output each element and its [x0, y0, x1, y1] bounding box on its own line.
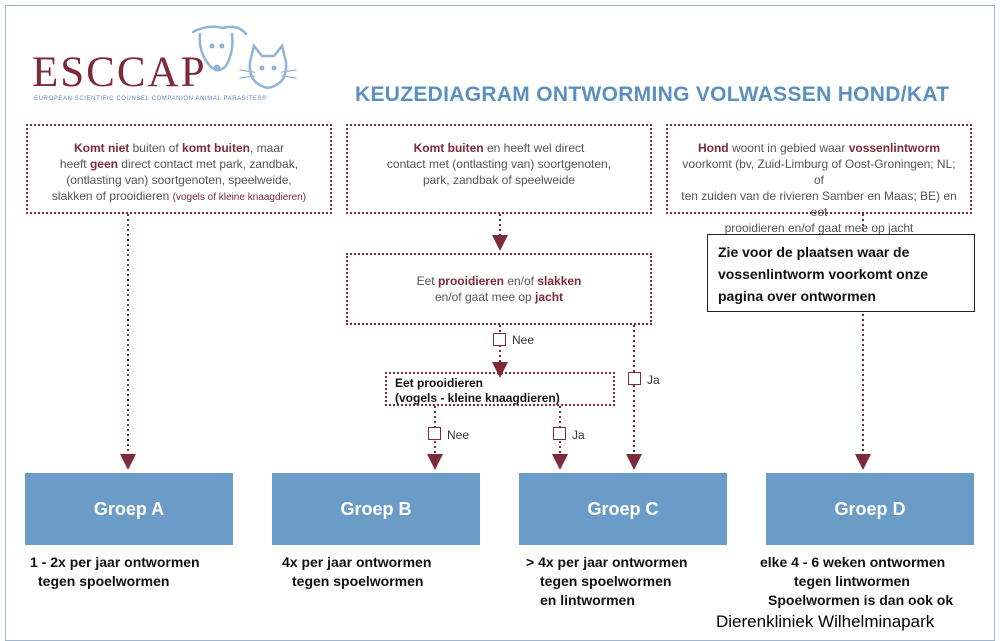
answer-label-nee: Nee [512, 333, 535, 347]
group-b: Groep B [272, 473, 480, 545]
prey-detail-box: Eet prooidieren (vogels - kleine knaagdi… [385, 372, 615, 406]
group-b-recommendation: 4x per jaar ontwormen tegen spoelwormen [282, 554, 432, 589]
dog-cat-logo-icon [191, 25, 297, 90]
answer-label-ja-2: Ja [572, 428, 585, 442]
logo-tagline: EUROPEAN SCIENTIFIC COUNSEL COMPANION AN… [34, 96, 268, 102]
logo-wordmark: ESCCAP [32, 49, 207, 96]
answer-label-ja: Ja [647, 373, 660, 387]
condition-box-a: Komt niet buiten of komt buiten, maar he… [26, 124, 332, 214]
condition-box-b: Komt buiten en heeft wel direct contact … [346, 124, 652, 214]
answer-checkbox-nee [493, 333, 506, 346]
group-d: Groep D [766, 473, 974, 545]
group-c: Groep C [519, 473, 727, 545]
clinic-credit: Dierenkliniek Wilhelminapark [716, 612, 935, 631]
answer-checkbox-ja-2 [553, 427, 566, 440]
fox-tapeworm-note: Zie voor de plaatsen waar de vossenlintw… [707, 234, 975, 312]
answer-checkbox-ja [628, 372, 641, 385]
answer-label-nee-2: Nee [447, 428, 470, 442]
group-c-recommendation: > 4x per jaar ontwormen tegen spoelworme… [526, 554, 688, 608]
condition-box-d: Hond woont in gebied waar vossenlintworm… [666, 124, 972, 235]
group-a: Groep A [25, 473, 233, 545]
diagram-title: KEUZEDIAGRAM ONTWORMING VOLWASSEN HOND/K… [355, 83, 950, 106]
answer-checkbox-nee-2 [428, 427, 441, 440]
prey-question-box: Eet prooidieren en/of slakken en/of gaat… [346, 253, 652, 325]
group-d-recommendation: elke 4 - 6 weken ontwormen tegen lintwor… [760, 554, 954, 608]
group-a-recommendation: 1 - 2x per jaar ontwormen tegen spoelwor… [30, 554, 200, 589]
